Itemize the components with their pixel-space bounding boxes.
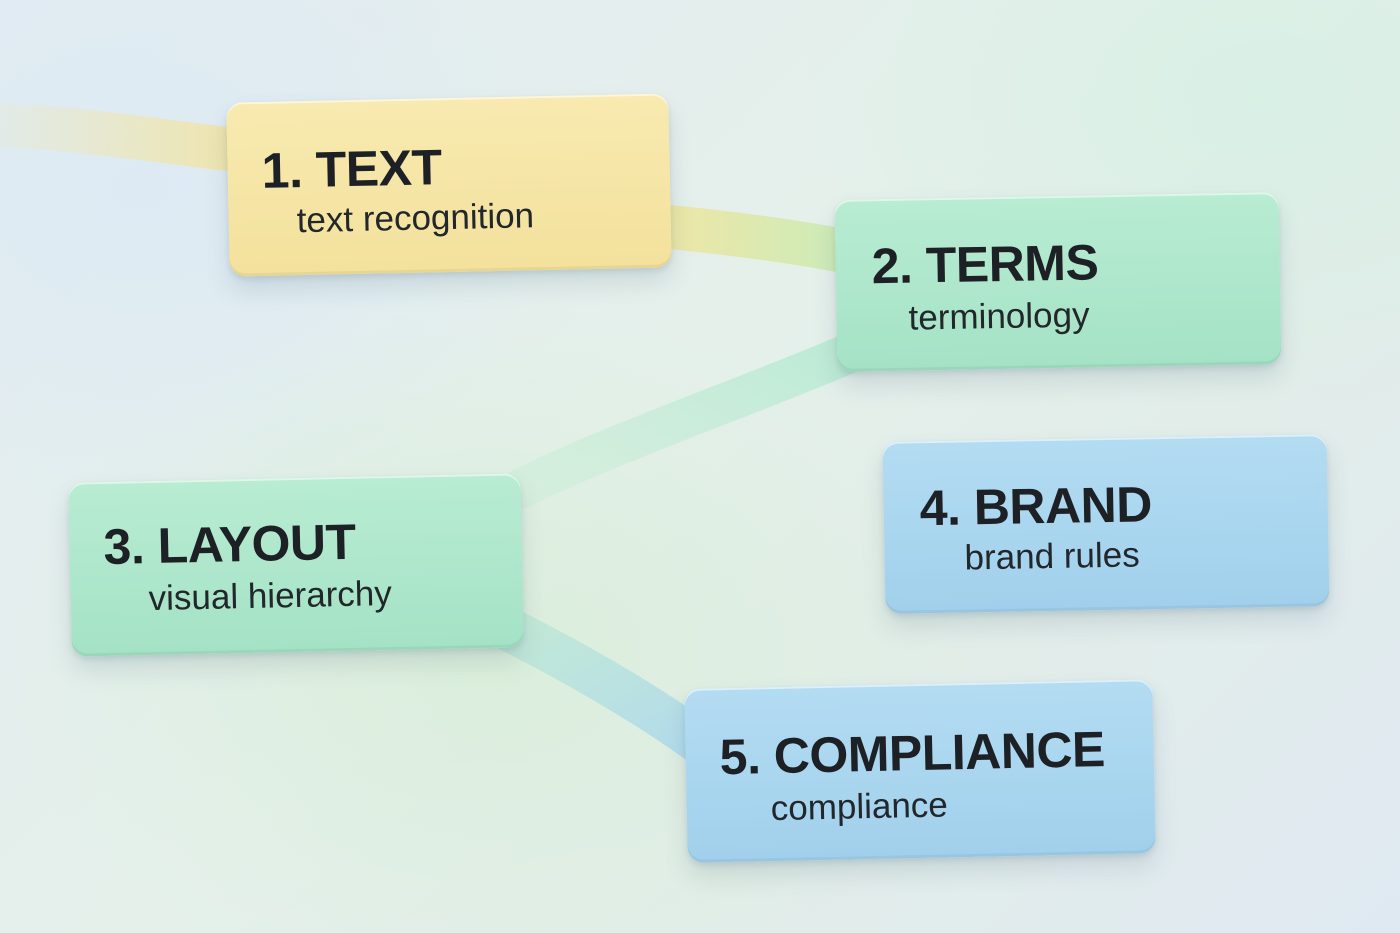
node-terms: 2. TERMS terminology xyxy=(834,192,1282,372)
node-text-subtitle: text recognition xyxy=(296,196,535,241)
node-compliance: 5. COMPLIANCE compliance xyxy=(684,679,1156,863)
connector-layout-to-compliance xyxy=(488,608,718,762)
node-brand-subtitle: brand rules xyxy=(964,535,1140,578)
connector-text-to-terms xyxy=(638,204,870,274)
connector-terms-to-layout xyxy=(502,332,872,508)
node-brand-title: 4. BRAND xyxy=(919,476,1153,537)
node-layout-title: 3. LAYOUT xyxy=(102,513,357,576)
node-compliance-subtitle: compliance xyxy=(770,785,949,829)
node-brand: 4. BRAND brand rules xyxy=(882,434,1330,614)
node-text: 1. TEXT text recognition xyxy=(226,93,672,277)
node-layout: 3. LAYOUT visual hierarchy xyxy=(68,473,524,657)
node-layout-subtitle: visual hierarchy xyxy=(148,574,393,619)
node-text-title: 1. TEXT xyxy=(261,139,443,199)
node-terms-title: 2. TERMS xyxy=(871,234,1099,295)
node-terms-subtitle: terminology xyxy=(908,295,1090,338)
node-compliance-title: 5. COMPLIANCE xyxy=(719,721,1106,786)
connector-lead-in xyxy=(0,104,258,172)
